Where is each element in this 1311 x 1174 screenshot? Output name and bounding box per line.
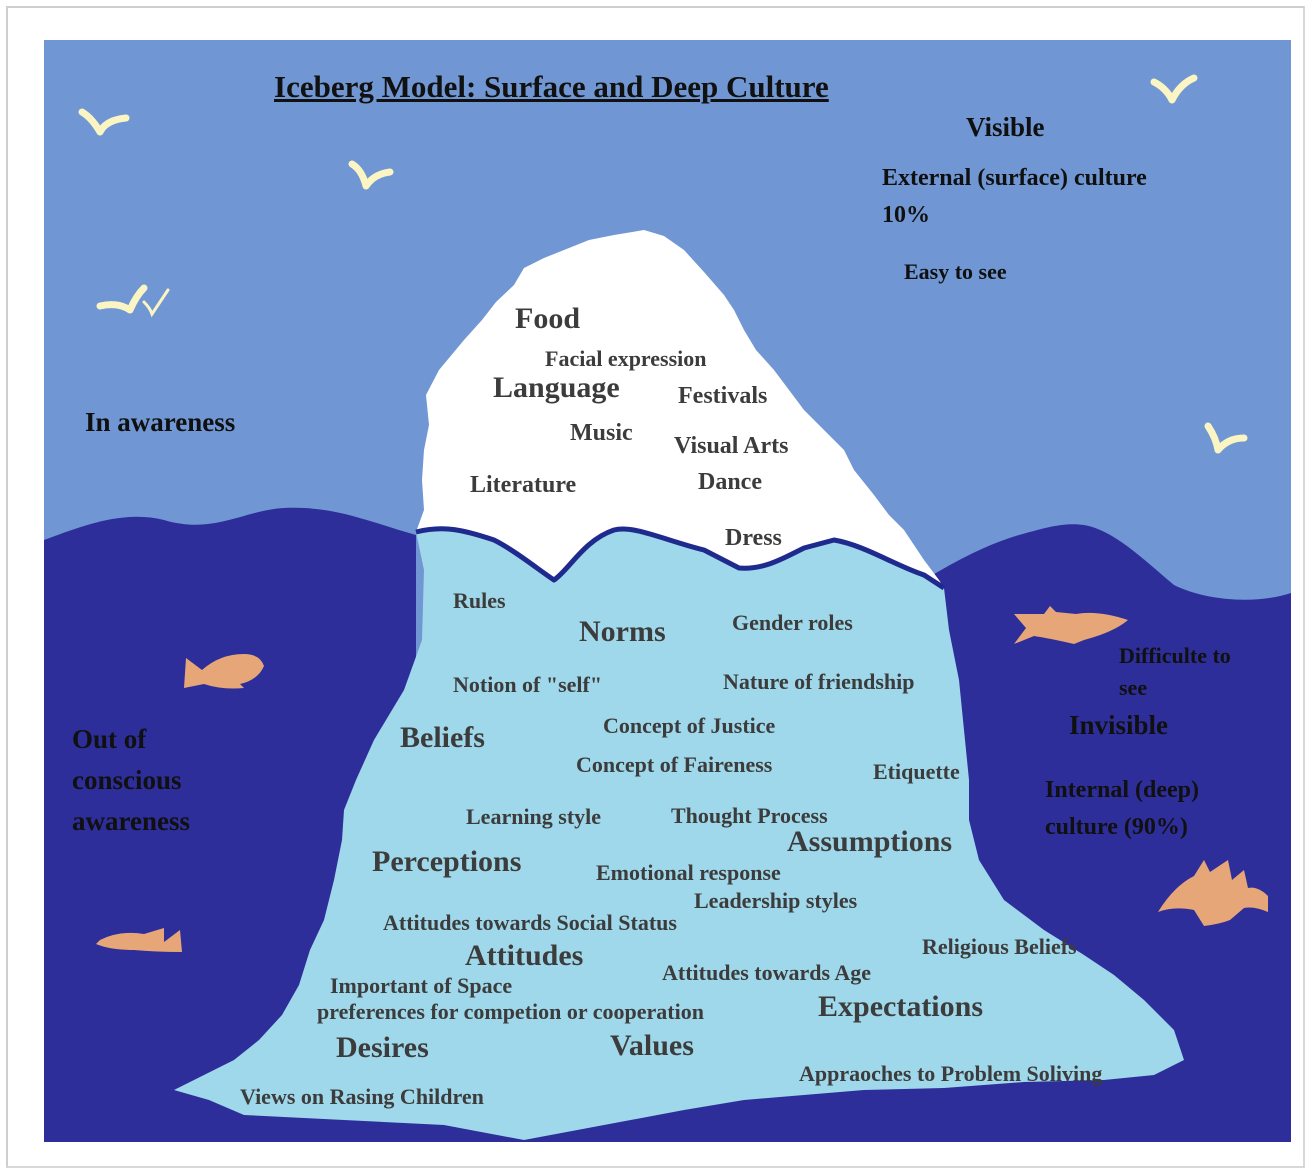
item-emotional-response: Emotional response	[596, 860, 781, 885]
item-food: Food	[515, 302, 581, 335]
item-notion-of-self: Notion of "self"	[453, 672, 603, 697]
iceberg-scene: Iceberg Model: Surface and Deep Culture …	[44, 40, 1291, 1142]
item-attitudes-social-status: Attitudes towards Social Status	[383, 910, 677, 935]
item-assumptions: Assumptions	[787, 825, 953, 858]
bird-icon	[78, 108, 130, 136]
label-internal-culture-line1: Internal (deep)	[1045, 777, 1199, 803]
diagram-title: Iceberg Model: Surface and Deep Culture	[274, 69, 829, 104]
item-dress: Dress	[725, 525, 782, 551]
label-visible: Visible	[966, 112, 1045, 142]
fish-icon	[1158, 860, 1268, 926]
item-thought-process: Thought Process	[671, 803, 828, 828]
label-in-awareness: In awareness	[85, 407, 236, 437]
label-external-percent: 10%	[882, 202, 930, 228]
label-out-of-awareness-line1: Out of	[72, 724, 147, 754]
label-internal-culture-line2: culture (90%)	[1045, 814, 1188, 840]
item-learning-style: Learning style	[466, 804, 602, 829]
item-values: Values	[610, 1029, 694, 1062]
bird-icon	[1150, 74, 1198, 104]
item-gender-roles: Gender roles	[732, 610, 853, 635]
image-frame	[6, 6, 1305, 1168]
item-desires: Desires	[336, 1031, 429, 1064]
item-religious-beliefs: Religious Beliefs	[922, 934, 1077, 959]
item-concept-of-fairness: Concept of Faireness	[576, 752, 773, 777]
label-out-of-awareness-line2: conscious	[72, 765, 182, 795]
item-concept-of-justice: Concept of Justice	[603, 713, 776, 738]
item-raising-children: Views on Rasing Children	[240, 1084, 484, 1109]
item-visual-arts: Visual Arts	[674, 433, 789, 459]
bird-icon	[348, 160, 394, 190]
item-competition-cooperation: preferences for competion or cooperation	[317, 999, 704, 1024]
iceberg-illustration	[44, 74, 1291, 1142]
item-attitudes-towards-age: Attitudes towards Age	[662, 960, 871, 985]
item-perceptions: Perceptions	[372, 845, 522, 878]
item-leadership-styles: Leadership styles	[694, 888, 858, 913]
label-easy-to-see: Easy to see	[904, 259, 1007, 284]
item-important-of-space: Important of Space	[330, 973, 513, 998]
item-nature-of-friendship: Nature of friendship	[723, 669, 915, 694]
fish-icon	[1014, 606, 1128, 644]
iceberg-surface-part	[416, 230, 944, 588]
item-problem-solving: Appraoches to Problem Soliving	[799, 1061, 1103, 1086]
item-norms: Norms	[579, 615, 666, 648]
item-music: Music	[570, 420, 633, 446]
item-expectations: Expectations	[818, 990, 983, 1023]
item-language: Language	[493, 371, 620, 404]
item-etiquette: Etiquette	[873, 759, 960, 784]
label-external-culture: External (surface) culture	[882, 165, 1147, 191]
waterline	[415, 526, 946, 591]
label-invisible: Invisible	[1069, 710, 1169, 740]
item-attitudes: Attitudes	[465, 939, 584, 972]
label-difficult-line2: see	[1119, 675, 1148, 700]
bird-icon	[142, 288, 170, 318]
fish-icon	[184, 654, 264, 689]
iceberg-deep-part	[174, 528, 1184, 1140]
label-out-of-awareness-line3: awareness	[72, 806, 190, 836]
item-festivals: Festivals	[678, 383, 768, 409]
bird-icon	[96, 284, 148, 314]
item-facial-expression: Facial expression	[545, 346, 707, 371]
bird-icon	[1204, 422, 1248, 454]
item-beliefs: Beliefs	[400, 721, 485, 754]
item-literature: Literature	[470, 472, 577, 498]
item-dance: Dance	[698, 469, 762, 495]
label-difficult-line1: Difficulte to	[1119, 643, 1231, 668]
item-rules: Rules	[453, 588, 506, 613]
fish-icon	[96, 928, 182, 952]
